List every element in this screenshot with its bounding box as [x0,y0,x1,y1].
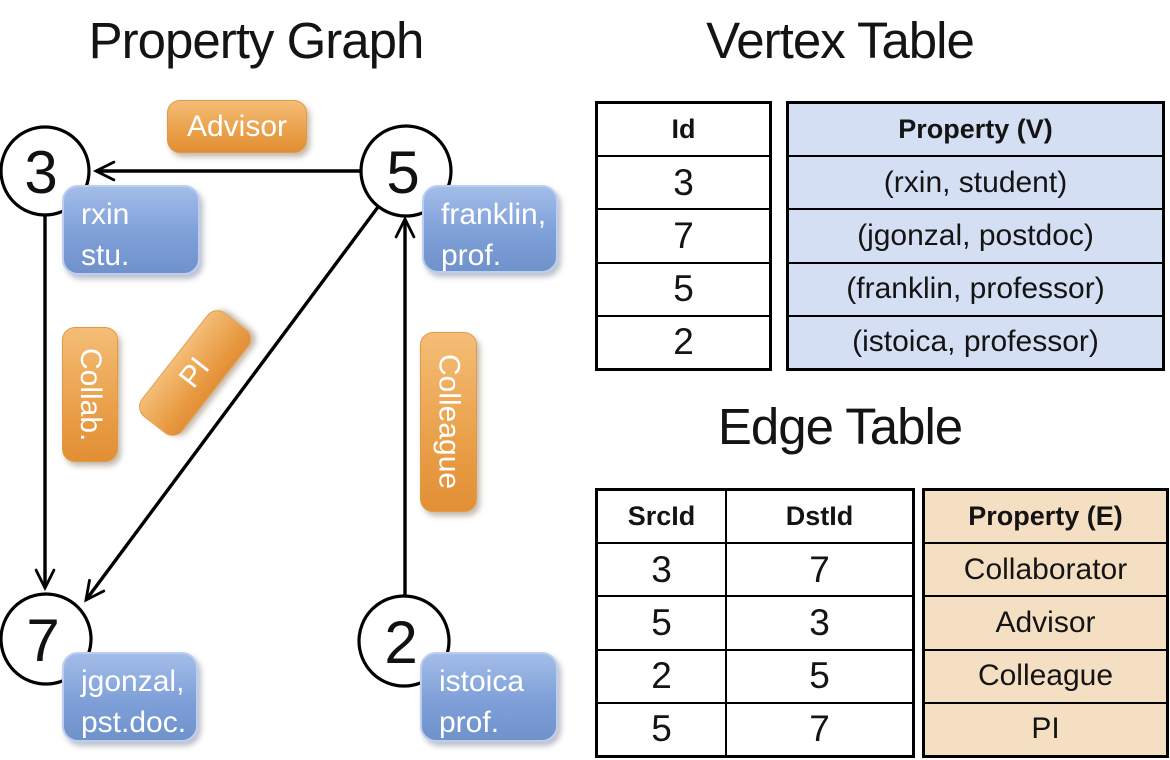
vertex-prop-line: stu. [81,239,130,272]
table-cell: PI [925,701,1166,755]
vertex-prop-line: prof. [439,706,500,739]
table-cell: 5 [651,708,672,750]
table-cell: 3 [598,155,769,208]
edge-pi-5-to-7 [84,205,380,603]
table-cell: 5 [598,261,769,315]
table-cell: (istoica, professor) [789,314,1162,368]
table-cell: 3 [651,548,672,590]
edge-table-title: Edge Table [717,398,963,455]
node-id-5: 5 [386,139,419,206]
vertex-prop-box-7: jgonzal, pst.doc. [62,652,198,742]
node-id-7: 7 [26,607,59,674]
vertex-prop-line: jgonzal, [81,665,185,698]
vertex-prop-box-5: franklin, prof. [422,185,558,273]
edge-label-collab: Collab. [62,327,118,462]
edge-label-advisor: Advisor [167,100,307,153]
table-cell: 3 [725,597,912,649]
property-graph-title: Property Graph [88,12,425,69]
vertex-prop-line: pst.doc. [81,706,187,739]
vertex-table-header-id: Id [671,114,696,145]
vertex-prop-line: franklin, [441,198,547,231]
vertex-table-property-column: Property (V) (rxin, student) (jgonzal, p… [786,101,1165,371]
vertex-prop-line: prof. [441,239,502,272]
vertex-table-header-property: Property (V) [898,114,1053,145]
table-cell: Advisor [925,595,1166,648]
edge-label-colleague: Colleague [420,332,477,512]
vertex-table-title: Vertex Table [706,12,975,69]
edge-label-text: Collab. [74,347,107,442]
table-cell: 5 [725,650,912,702]
vertex-prop-line: rxin [81,198,130,231]
table-cell: 2 [651,655,672,697]
edge-label-text: PI [172,351,217,395]
edge-label-text: Colleague [432,354,466,490]
edge-table-header-dstid: DstId [725,491,912,543]
edge-label-text: Advisor [186,109,288,143]
table-cell: 7 [725,544,912,596]
edge-table-id-columns: SrcId DstId 3 7 5 3 2 5 5 7 [595,488,915,758]
node-id-3: 3 [24,139,57,206]
edge-table-header-property: Property (E) [968,501,1123,532]
table-cell: (franklin, professor) [789,261,1162,315]
edge-table-property-column: Property (E) Collaborator Advisor Collea… [922,488,1169,758]
vertex-prop-line: istoica [439,665,525,698]
table-cell: 2 [598,314,769,368]
table-cell: 5 [651,602,672,643]
table-cell: 7 [725,703,912,756]
edge-table-header-srcid: SrcId [627,501,696,532]
table-cell: Collaborator [925,542,1166,595]
table-cell: Colleague [925,648,1166,702]
table-cell: 7 [598,208,769,261]
table-cell: (rxin, student) [789,155,1162,208]
vertex-prop-box-2: istoica prof. [420,652,558,742]
vertex-table-id-column: Id 3 7 5 2 [595,101,772,371]
vertex-prop-box-3: rxin stu. [62,185,200,275]
table-cell: (jgonzal, postdoc) [789,208,1162,261]
node-id-2: 2 [384,609,417,676]
